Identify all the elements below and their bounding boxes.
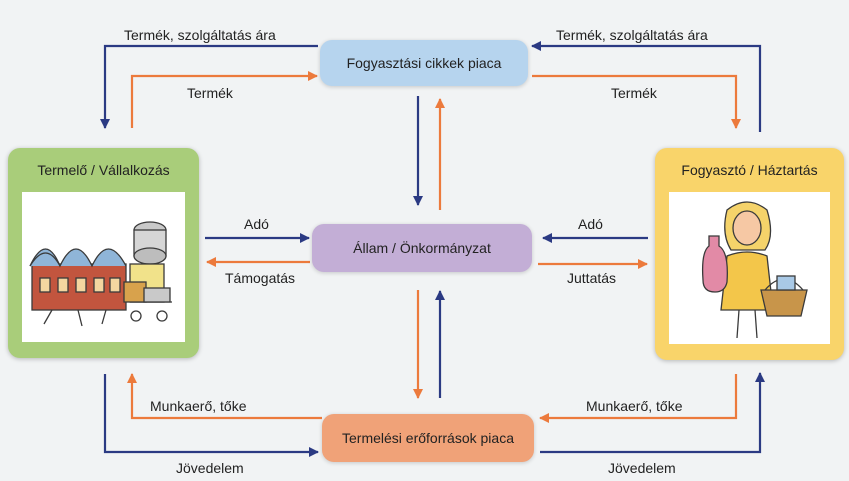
label-mid-left-tax: Adó (244, 216, 269, 232)
consumer-goods-market-node: Fogyasztási cikkek piaca (320, 40, 528, 86)
label-bottom-left-income: Jövedelem (176, 460, 244, 476)
factor-market-node: Termelési erőforrások piaca (322, 414, 534, 462)
factory-icon (29, 221, 172, 327)
label-bottom-left-labor: Munkaerő, tőke (150, 398, 247, 414)
producer-illustration (22, 192, 185, 342)
household-illustration (669, 192, 830, 344)
producer-title: Termelő / Vállalkozás (37, 162, 170, 178)
label-top-left-price: Termék, szolgáltatás ára (124, 27, 276, 43)
label-top-right-price: Termék, szolgáltatás ára (556, 27, 708, 43)
label-top-right-product: Termék (611, 85, 657, 101)
factor-market-label: Termelési erőforrások piaca (342, 430, 514, 446)
label-top-left-product: Termék (187, 85, 233, 101)
state-node: Állam / Önkormányzat (312, 224, 532, 272)
label-mid-right-transfer: Juttatás (567, 270, 617, 286)
label-bottom-right-labor: Munkaerő, tőke (586, 398, 683, 414)
arrow-income-to-household (540, 372, 765, 454)
consumer-goods-market-label: Fogyasztási cikkek piaca (346, 55, 502, 71)
arrow-labor-to-producer (127, 373, 322, 420)
arrow-price-to-producer (100, 44, 318, 129)
label-bottom-right-income: Jövedelem (608, 460, 676, 476)
arrow-labor-from-household (539, 374, 738, 423)
arrow-price-to-market-right (531, 41, 762, 132)
arrow-income-to-factor (103, 374, 319, 457)
shopper-icon (701, 201, 808, 339)
producer-panel: Termelő / Vállalkozás (8, 148, 199, 358)
label-mid-right-tax: Adó (578, 216, 603, 232)
arrow-product-to-market-left (130, 71, 318, 128)
label-mid-left-subsidy: Támogatás (225, 270, 296, 286)
household-panel: Fogyasztó / Háztartás (655, 148, 844, 360)
arrow-product-to-household (532, 74, 741, 129)
state-label: Állam / Önkormányzat (353, 240, 491, 256)
household-title: Fogyasztó / Háztartás (681, 162, 818, 178)
